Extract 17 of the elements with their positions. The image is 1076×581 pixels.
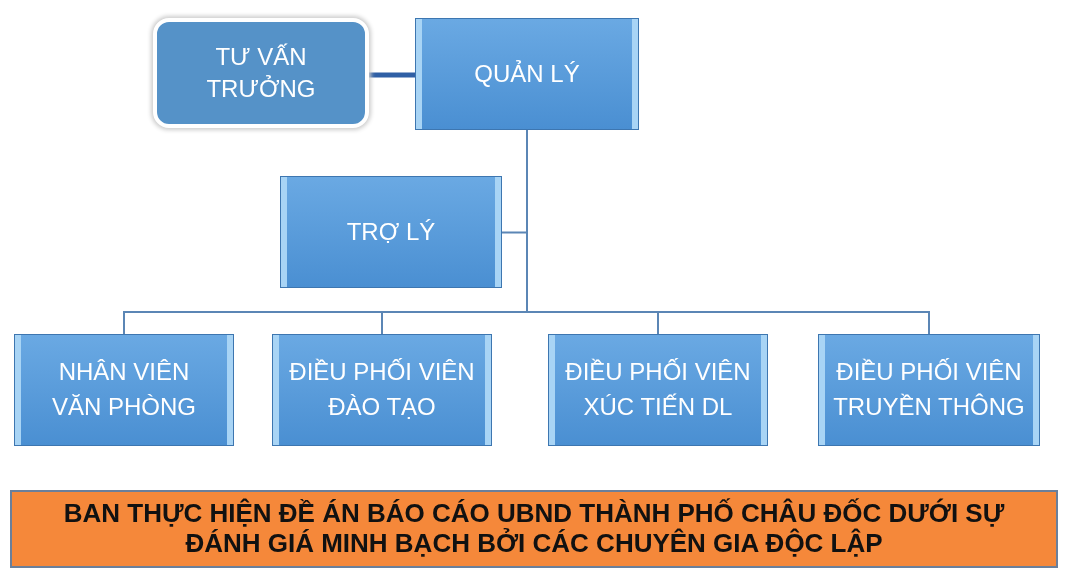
role-label: ĐIỀU PHỐI VIÊN XÚC TIẾN DL [564, 357, 752, 422]
connector-line [369, 72, 415, 78]
role-box [818, 334, 1040, 446]
role-label: ĐIỀU PHỐI VIÊN TRUYỀN THÔNG [832, 357, 1026, 422]
role-box [548, 334, 768, 446]
role-label: QUẢN LÝ [474, 58, 580, 89]
role-box [415, 18, 639, 130]
role-label: TRỢ LÝ [346, 216, 436, 247]
role-box [272, 334, 492, 446]
role-box [280, 176, 502, 288]
role-label: TƯ VẤN TRƯỞNG [205, 41, 317, 104]
role-label: NHÂN VIÊN VĂN PHÒNG [51, 357, 197, 422]
banner-box [10, 490, 1058, 568]
banner-text: BAN THỰC HIỆN ĐỀ ÁN BÁO CÁO UBND THÀNH PHỐ CHÂU ĐỐC DƯỚI SỰ ĐÁNH GIÁ MINH BẠCH BỞI CÁC CHUYÊN GIA ĐỘC LẬP [62, 499, 1006, 559]
role-label: ĐIỀU PHỐI VIÊN ĐÀO TẠO [288, 357, 476, 422]
connector-line [501, 129, 528, 234]
role-box [14, 334, 234, 446]
